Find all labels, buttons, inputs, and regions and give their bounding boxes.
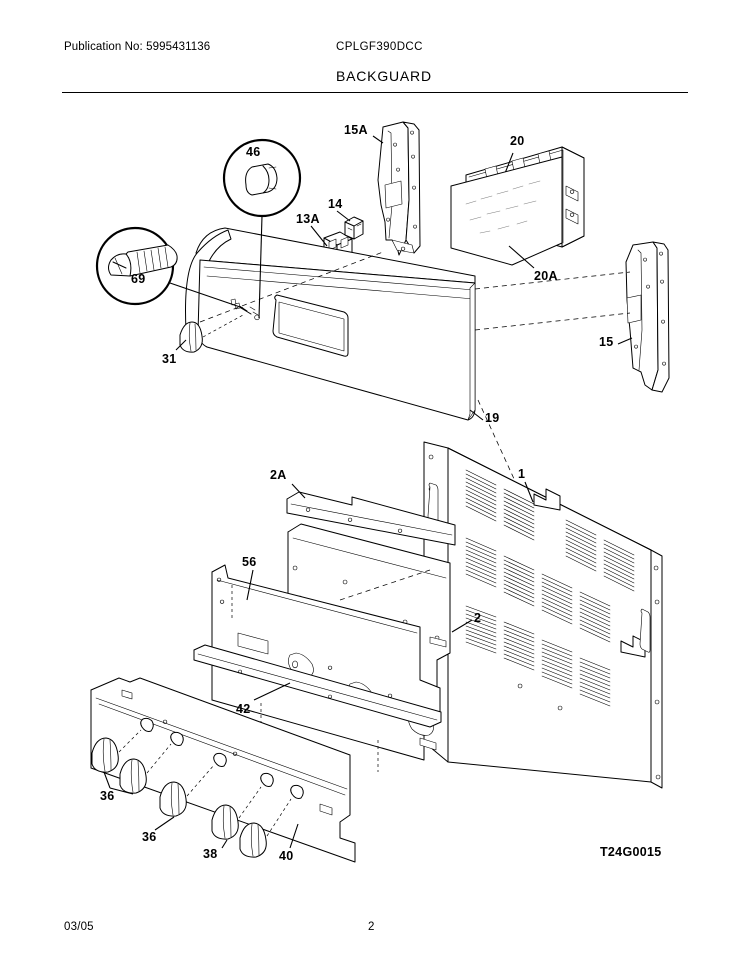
part-2A-upper-trim xyxy=(286,483,456,546)
callout-20: 20 xyxy=(510,134,525,148)
callout-13A: 13A xyxy=(296,212,320,226)
callout-36-b: 36 xyxy=(142,830,157,844)
callout-40: 40 xyxy=(279,849,294,863)
part-manifold-panel xyxy=(90,677,356,863)
callout-36-a: 36 xyxy=(100,789,115,803)
part-15A-left-bracket xyxy=(372,121,421,256)
part-31-knob xyxy=(175,314,244,353)
callout-31: 31 xyxy=(162,352,177,366)
callout-15A: 15A xyxy=(344,123,368,137)
header-divider xyxy=(62,92,688,93)
callout-42: 42 xyxy=(236,702,251,716)
detail-circle-69 xyxy=(95,226,244,309)
model-number: CPLGF390DCC xyxy=(336,41,423,53)
callout-15: 15 xyxy=(599,335,614,349)
footer-date: 03/05 xyxy=(64,921,94,933)
callout-19: 19 xyxy=(485,411,500,425)
callout-1: 1 xyxy=(518,467,526,481)
part-1-rear-vent-panel xyxy=(423,441,663,789)
part-14-connector xyxy=(336,210,364,240)
callout-38: 38 xyxy=(203,847,218,861)
part-15-right-bracket xyxy=(617,241,670,393)
detail-circle-46 xyxy=(222,138,302,321)
footer-page-number: 2 xyxy=(368,921,375,933)
callout-2A: 2A xyxy=(270,468,287,482)
part-19-backguard-panel xyxy=(185,227,631,701)
callout-20A: 20A xyxy=(534,269,558,283)
drawing-number: T24G0015 xyxy=(600,845,662,859)
part-20A-overlay xyxy=(450,156,563,269)
callout-2: 2 xyxy=(474,611,482,625)
callout-56: 56 xyxy=(242,555,257,569)
page-title: BACKGUARD xyxy=(336,68,432,84)
callout-69: 69 xyxy=(131,272,146,286)
callout-14: 14 xyxy=(328,197,343,211)
part-42-trim-strip xyxy=(193,644,442,728)
publication-number: Publication No: 5995431136 xyxy=(64,41,211,53)
callout-46: 46 xyxy=(246,145,261,159)
